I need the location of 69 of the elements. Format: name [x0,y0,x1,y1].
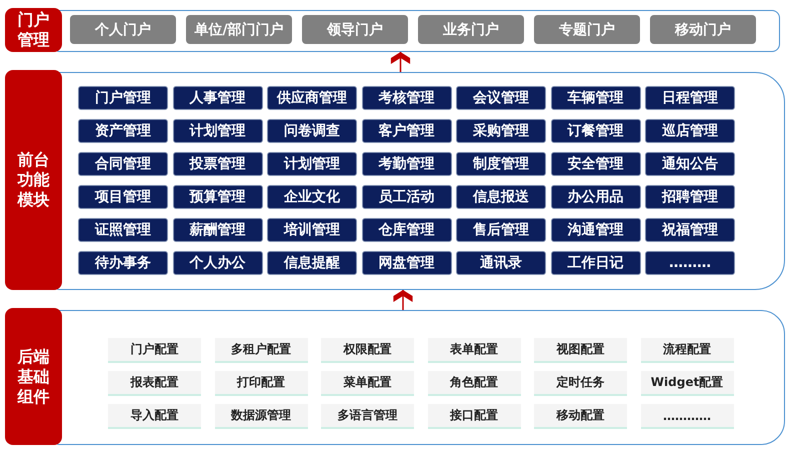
config-tile: 菜单配置 [321,371,414,396]
module-tile: 采购管理 [456,119,546,143]
config-tile: 数据源管理 [214,404,308,429]
module-tile: 待办事务 [78,251,168,275]
module-tile: 投票管理 [172,152,262,176]
config-tile: 接口配置 [428,404,520,429]
module-tile: 工作日记 [550,251,640,275]
module-tile: 计划管理 [267,152,357,176]
section-tab: 后端基础组件 [5,308,62,445]
config-tile: 定时任务 [534,371,627,396]
module-tile: ……… [645,251,735,275]
module-tile: 信息提醒 [267,251,357,275]
module-tile: 制度管理 [456,152,546,176]
module-tile: 证照管理 [78,218,168,242]
section-tab: 门户管理 [5,8,62,52]
config-tile: 表单配置 [428,338,520,363]
module-tile: 祝福管理 [645,218,735,242]
config-tile: 权限配置 [321,338,414,363]
module-tile: 巡店管理 [645,119,735,143]
config-tile: Widget配置 [640,371,734,396]
module-tile: 会议管理 [456,86,546,110]
module-tile: 培训管理 [267,218,357,242]
module-tile: 仓库管理 [362,218,452,242]
module-tile: 网盘管理 [362,251,452,275]
config-tile: 移动配置 [534,404,627,429]
module-tile: 售后管理 [456,218,546,242]
module-tile: 客户管理 [362,119,452,143]
config-tile: 流程配置 [640,338,734,363]
portal-tile: 领导门户 [302,15,408,44]
config-tile: 多语言管理 [321,404,414,429]
module-tile: 项目管理 [78,185,168,209]
module-tile: 个人办公 [172,251,262,275]
module-tile: 通讯录 [456,251,546,275]
portal-tile: 业务门户 [418,15,524,44]
module-tile: 安全管理 [550,152,640,176]
portal-tile: 移动门户 [650,15,756,44]
module-tile: 问卷调查 [267,119,357,143]
module-tile: 订餐管理 [550,119,640,143]
module-tile: 计划管理 [172,119,262,143]
module-tile: 员工活动 [362,185,452,209]
module-tile: 沟通管理 [550,218,640,242]
portal-tile: 个人门户 [70,15,176,44]
module-tile: 通知公告 [645,152,735,176]
module-tile: 供应商管理 [267,86,357,110]
module-tile: 考勤管理 [362,152,452,176]
config-tile: 多租户配置 [214,338,308,363]
section-tab: 前台功能模块 [5,70,62,290]
module-tile: 考核管理 [362,86,452,110]
config-tile: 导入配置 [108,404,201,429]
config-tile: 视图配置 [534,338,627,363]
config-tile: 门户配置 [108,338,201,363]
module-tile: 资产管理 [78,119,168,143]
module-tile: 预算管理 [172,185,262,209]
module-tile: 企业文化 [267,185,357,209]
module-tile: 薪酬管理 [172,218,262,242]
config-tile: ………… [640,404,734,429]
config-tile: 打印配置 [214,371,308,396]
config-tile: 报表配置 [108,371,201,396]
module-tile: 日程管理 [645,86,735,110]
portal-tile: 单位/部门门户 [186,15,292,44]
module-tile: 招聘管理 [645,185,735,209]
module-tile: 门户管理 [78,86,168,110]
portal-tile: 专题门户 [534,15,640,44]
module-tile: 车辆管理 [550,86,640,110]
module-tile: 人事管理 [172,86,262,110]
module-tile: 合同管理 [78,152,168,176]
module-tile: 办公用品 [550,185,640,209]
module-tile: 信息报送 [456,185,546,209]
config-tile: 角色配置 [428,371,520,396]
